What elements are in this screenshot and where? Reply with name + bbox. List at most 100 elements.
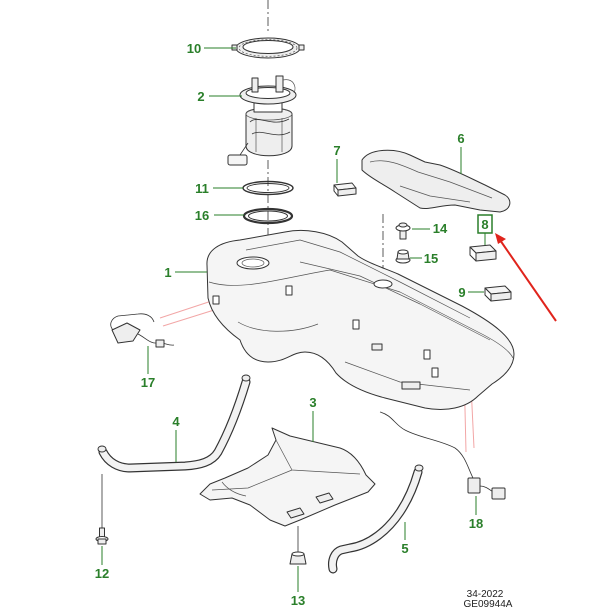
wiring-harness-branch — [479, 485, 494, 493]
locking-ring-inner — [246, 183, 290, 193]
fuel-tank-ridge — [245, 239, 471, 319]
bolt-14 — [395, 222, 411, 240]
level-sensor-wire-2 — [110, 313, 155, 331]
callout-6[interactable]: 6 — [457, 131, 464, 146]
clip-8-side — [469, 246, 477, 262]
clip-nut-13 — [289, 551, 307, 565]
bolt-12 — [95, 527, 109, 545]
seal-ring-inner — [248, 210, 288, 222]
pump-hose-2 — [251, 131, 291, 136]
clip-7-front — [337, 187, 357, 197]
callout-3[interactable]: 3 — [309, 395, 316, 410]
fuel-tank-ridge-2 — [299, 261, 491, 341]
level-sensor-bracket — [111, 322, 141, 344]
callout-8[interactable]: 8 — [481, 217, 488, 232]
gasket-serration — [238, 39, 298, 57]
fuel-tank-bracket — [371, 343, 383, 351]
clip-7-side — [333, 184, 339, 197]
fuel-tank-seam — [208, 269, 514, 359]
footer-reference-code: GE09944A — [464, 599, 513, 609]
pump-top-hose — [282, 79, 296, 94]
lower-heat-shield-edge — [221, 481, 247, 497]
fuel-tank-body — [206, 229, 515, 410]
fuel-tank-clip — [431, 367, 439, 378]
fuel-tank — [206, 229, 515, 410]
nut-15-top — [397, 249, 409, 255]
tank-strap-right-face — [329, 468, 422, 573]
gasket-inner — [242, 40, 294, 54]
pump-body — [245, 107, 293, 157]
level-sensor-17 — [110, 313, 175, 348]
callout-15[interactable]: 15 — [424, 251, 438, 266]
tank-strap-left-face — [99, 378, 250, 472]
pump-float — [227, 154, 248, 166]
clip-9 — [484, 285, 512, 302]
nut-15 — [395, 249, 411, 264]
upper-heat-shield-body — [361, 149, 511, 213]
callout-5[interactable]: 5 — [401, 541, 408, 556]
locking-ring — [242, 180, 294, 196]
seal-ring — [242, 207, 294, 225]
bolt-14-head — [398, 222, 408, 228]
tank-strap-right-top-bolt — [414, 464, 424, 472]
fuel-tank-clip — [352, 319, 360, 330]
level-sensor-plug — [155, 339, 165, 348]
upper-heat-shield — [361, 149, 511, 213]
callout-7[interactable]: 7 — [333, 143, 340, 158]
callout-9[interactable]: 9 — [458, 285, 465, 300]
fuel-tank-bottom-rib-2 — [344, 361, 471, 391]
wiring-harness-18 — [379, 411, 506, 500]
footer-sheet-code: 34-2022 — [467, 589, 504, 600]
bolt-12-hex — [97, 538, 107, 545]
lower-heat-shield-slot — [286, 507, 305, 519]
callout-18[interactable]: 18 — [469, 516, 483, 531]
pump-hose — [249, 118, 290, 123]
clip-nut-13-top — [291, 551, 305, 557]
attention-arrow-shaft — [499, 239, 557, 322]
upper-heat-shield-fold — [369, 160, 493, 199]
tank-strap-left-hook — [97, 445, 107, 453]
pump-connector — [275, 75, 284, 93]
callout-13[interactable]: 13 — [291, 593, 305, 608]
attention-arrow — [495, 233, 557, 322]
clip-9-side — [484, 287, 492, 302]
wiring-harness-wire — [379, 411, 474, 479]
clip-8 — [469, 244, 497, 262]
fuel-tank-clip — [285, 285, 293, 296]
fuel-pump-module — [227, 75, 297, 166]
tank-strap-left — [97, 374, 251, 473]
callout-4[interactable]: 4 — [172, 414, 180, 429]
tank-strap-left-top-bolt — [241, 374, 251, 382]
fuel-tank-clip — [212, 295, 220, 305]
callout-12[interactable]: 12 — [95, 566, 109, 581]
seal-ring-outer — [242, 207, 294, 225]
callout-2[interactable]: 2 — [197, 89, 204, 104]
upper-heat-shield-fold-2 — [399, 185, 471, 203]
callout-10[interactable]: 10 — [187, 41, 201, 56]
wiring-harness-plug — [491, 487, 506, 500]
gasket-ring — [231, 37, 305, 59]
selected-callout-highlight — [477, 214, 493, 234]
attention-arrow-head — [495, 233, 506, 244]
callout-16[interactable]: 16 — [195, 208, 209, 223]
clip-9-front — [490, 291, 512, 302]
callout-1[interactable]: 1 — [164, 265, 171, 280]
lower-heat-shield-fold-2 — [211, 469, 293, 491]
fuel-tank-bottom-rib — [237, 321, 319, 332]
wiring-harness-connector — [467, 477, 481, 494]
lower-heat-shield-body — [199, 427, 376, 527]
clip-8-front — [475, 250, 497, 262]
lower-heat-shield — [199, 427, 376, 527]
callout-14[interactable]: 14 — [433, 221, 448, 236]
fuel-tank-bracket — [401, 381, 421, 390]
lower-heat-shield-slot — [315, 492, 334, 504]
callout-17[interactable]: 17 — [141, 375, 155, 390]
tank-strap-right — [328, 464, 424, 574]
clip-7 — [333, 182, 357, 197]
fuel-tank-clip — [423, 349, 431, 360]
fuel-tank-pump-opening-inner — [241, 258, 265, 268]
fuel-tank-vent-opening — [373, 279, 393, 289]
callout-11[interactable]: 11 — [195, 181, 209, 196]
pump-outlet-pipe — [251, 77, 259, 93]
